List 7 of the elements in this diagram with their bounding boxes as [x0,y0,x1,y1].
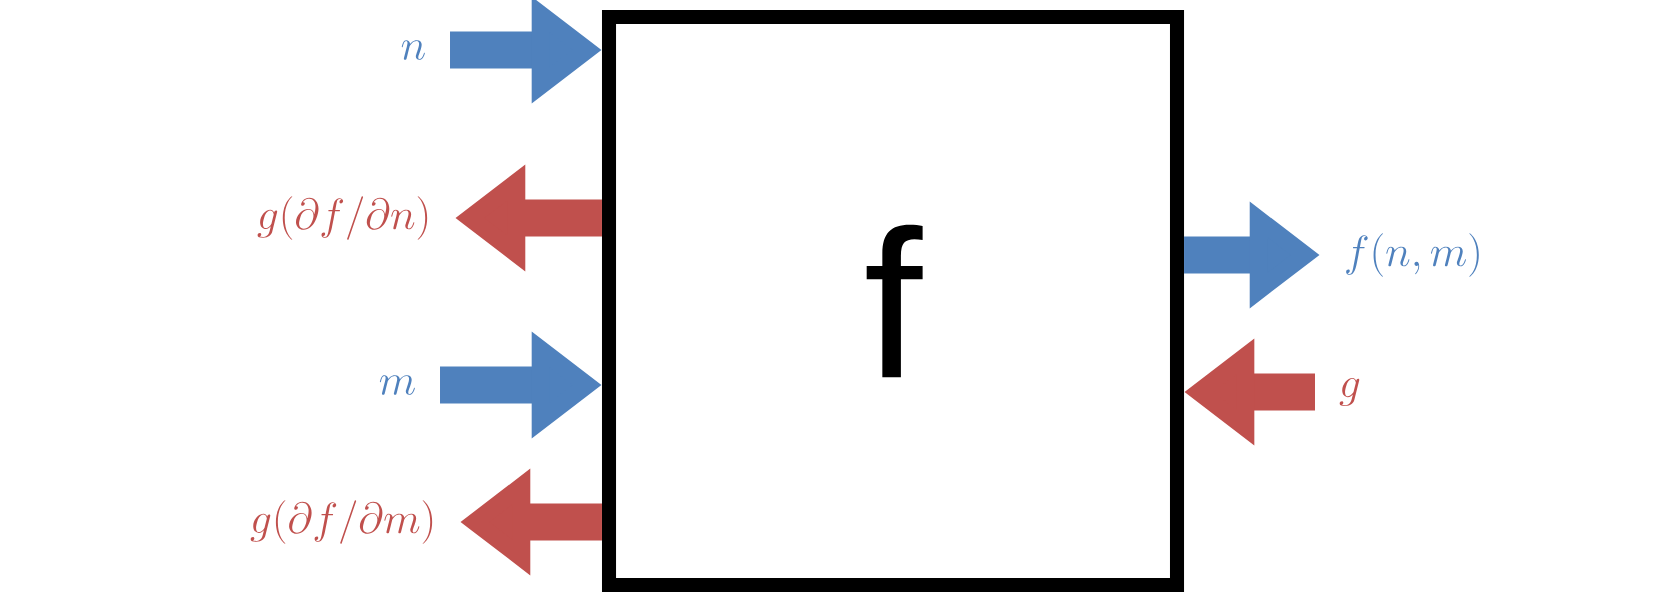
variable-label: $g(\partial f/\partial m)$ [250,500,433,544]
variable-label: $g$ [1339,377,1360,407]
function-box: f [602,9,1185,592]
variable-label: $n$ [401,40,425,60]
variable-label: $m$ [379,375,415,395]
variable-label: $g(\partial f/\partial n)$ [257,196,428,240]
variable-label: $f(n,m)$ [1346,233,1479,277]
